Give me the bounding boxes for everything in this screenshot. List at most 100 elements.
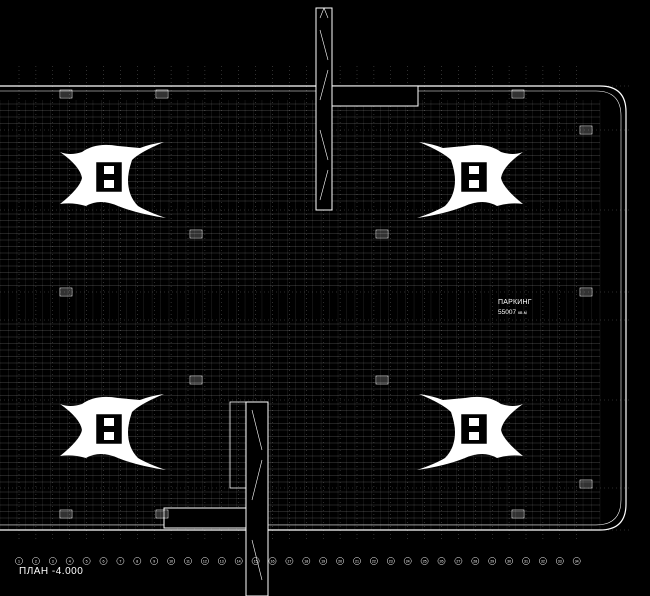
axis-number: 3 (52, 560, 54, 564)
axis-bubble (555, 557, 564, 565)
stair-symbol (155, 89, 169, 99)
axis-number: 15 (254, 560, 258, 564)
core-group (417, 394, 523, 470)
stair-symbols (59, 89, 593, 519)
axis-number: 8 (136, 560, 138, 564)
axis-number: 27 (456, 560, 460, 564)
stair-symbol (59, 509, 73, 519)
axis-number: 21 (355, 560, 359, 564)
stair-symbol (579, 479, 593, 489)
axis-number: 7 (119, 560, 121, 564)
axis-number: 18 (304, 560, 308, 564)
structural-cores (60, 142, 523, 470)
south-ramp-landing (163, 507, 247, 529)
axis-number: 23 (389, 560, 393, 564)
core-lift (104, 418, 114, 426)
axis-number: 17 (287, 560, 291, 564)
column-grid (0, 66, 630, 540)
south-ramp-core (229, 401, 247, 489)
axis-number: 30 (507, 560, 511, 564)
axis-number: 28 (473, 560, 477, 564)
axis-number: 25 (423, 560, 427, 564)
axis-number: 14 (237, 560, 241, 564)
core-lift (469, 180, 479, 188)
stair-symbol (59, 287, 73, 297)
building-outline (0, 85, 627, 531)
axis-bubble (471, 557, 480, 565)
stair-symbol (375, 229, 389, 239)
inner-wall (0, 90, 622, 526)
axis-bubble (302, 557, 311, 565)
axis-bubble (285, 557, 294, 565)
axis-number: 11 (186, 560, 190, 564)
core-group (60, 142, 166, 218)
core-lift (469, 166, 479, 174)
axis-number: 32 (541, 560, 545, 564)
axis-bubble (454, 557, 463, 565)
core-lift (469, 432, 479, 440)
axis-bubble (201, 557, 209, 565)
core-lift (104, 432, 114, 440)
core-lift (104, 180, 114, 188)
south-ramp (245, 401, 269, 596)
axis-number: 5 (86, 560, 88, 564)
axis-number: 26 (440, 560, 444, 564)
axis-number: 33 (558, 560, 562, 564)
axis-bubble (251, 557, 260, 565)
axis-bubble (150, 557, 159, 565)
stair-symbol (511, 509, 525, 519)
axis-bubble (217, 557, 226, 565)
axis-bubble (268, 557, 277, 565)
stair-symbol (375, 375, 389, 385)
axis-number: 29 (490, 560, 494, 564)
axis-bubble (505, 557, 513, 565)
stair-symbol (59, 89, 73, 99)
south-ramp-arrows (251, 409, 263, 581)
axis-bubble (386, 557, 395, 565)
north-ramp-arrows (319, 7, 329, 201)
axis-bubble (437, 557, 446, 565)
stair-symbol (189, 375, 203, 385)
core-lift (104, 166, 114, 174)
core-lift (469, 418, 479, 426)
axis-number: 34 (575, 560, 579, 564)
axis-bubble (539, 557, 547, 565)
axis-number: 6 (103, 560, 105, 564)
stair-symbol (155, 509, 169, 519)
core-group (60, 394, 166, 470)
axis-number: 16 (271, 560, 275, 564)
axis-bubble (167, 557, 175, 565)
axis-number: 1 (18, 560, 20, 564)
axis-number: 19 (321, 560, 325, 564)
axis-bubble (48, 557, 57, 565)
axis-number: 10 (169, 560, 173, 564)
axis-number: 12 (203, 560, 207, 564)
axis-bubble (184, 557, 192, 565)
axis-number: 2 (35, 560, 37, 564)
axis-number: 9 (153, 560, 155, 564)
axis-bubble (420, 557, 429, 565)
stair-symbol (579, 125, 593, 135)
axis-bubble (82, 557, 91, 565)
axis-number: 13 (220, 560, 224, 564)
axis-bubble (133, 557, 142, 565)
stair-symbol (189, 229, 203, 239)
axis-bubble (488, 557, 497, 565)
axis-bubble (403, 557, 412, 565)
axis-bubble (336, 557, 344, 565)
axis-number: 31 (524, 560, 528, 564)
core-group (417, 142, 523, 218)
axis-bubble (65, 557, 74, 565)
axis-bubble (234, 557, 243, 565)
axis-bubble (353, 557, 361, 565)
axis-bubble (522, 557, 530, 565)
plan-title: ПЛАН -4.000 (19, 566, 84, 577)
outer-wall (0, 85, 627, 531)
axis-bubble (319, 557, 328, 565)
stair-symbol (511, 89, 525, 99)
axis-bubble (370, 557, 378, 565)
axis-number: 20 (338, 560, 342, 564)
parking-area-title: ПАРКИНГ (498, 299, 532, 306)
